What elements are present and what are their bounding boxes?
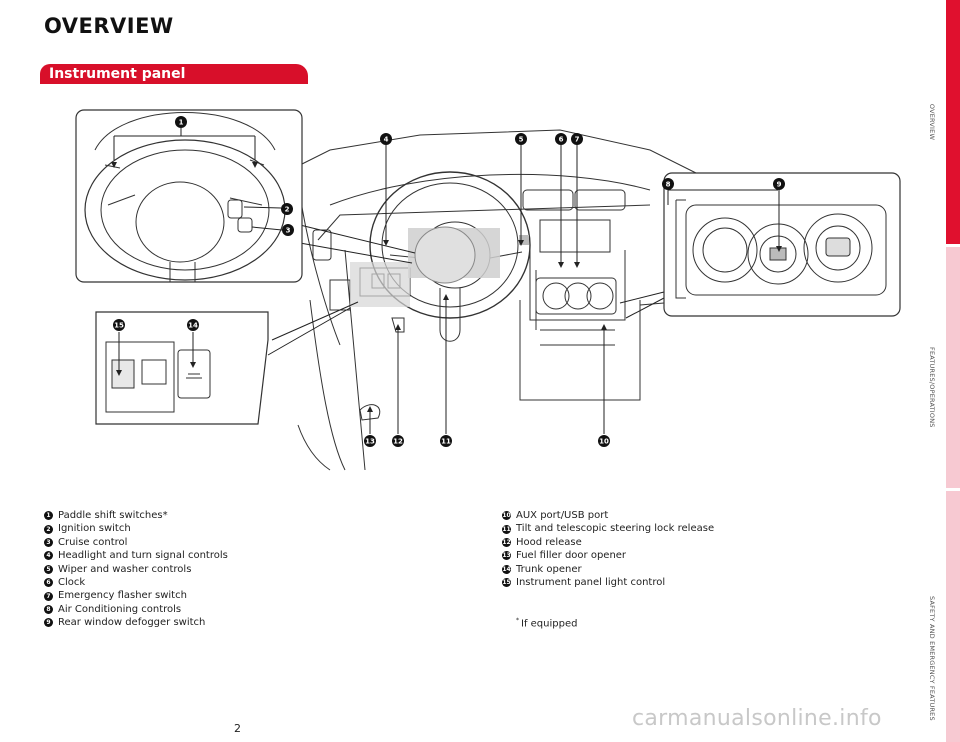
- svg-text:2: 2: [285, 206, 290, 214]
- svg-text:1: 1: [179, 119, 184, 127]
- callout-5: 5: [515, 133, 527, 145]
- watermark: carmanualsonline.info: [632, 706, 882, 731]
- side-nav-tab-features[interactable]: [946, 247, 960, 488]
- svg-text:5: 5: [519, 136, 524, 144]
- svg-text:15: 15: [114, 322, 124, 330]
- svg-text:6: 6: [559, 136, 564, 144]
- ac-controls-inset: [663, 172, 901, 317]
- callout-4: 4: [380, 133, 392, 145]
- side-nav: [946, 0, 960, 742]
- svg-text:3: 3: [286, 227, 291, 235]
- callout-14: 14: [187, 319, 199, 331]
- callout-6: 6: [555, 133, 567, 145]
- svg-text:14: 14: [188, 322, 198, 330]
- svg-text:13: 13: [365, 438, 375, 446]
- svg-text:11: 11: [441, 438, 451, 446]
- side-nav-tab-overview[interactable]: [946, 0, 960, 244]
- footnote: *If equipped: [516, 617, 578, 630]
- callout-3: 3: [282, 224, 294, 236]
- steering-wheel-inset: [75, 109, 303, 283]
- svg-text:8: 8: [666, 181, 671, 189]
- page-number: 2: [234, 722, 241, 735]
- section-header: Instrument panel: [40, 64, 308, 84]
- callout-12: 12: [392, 435, 404, 447]
- callout-10: 10: [598, 435, 610, 447]
- callout-9: 9: [773, 178, 785, 190]
- callout-7: 7: [571, 133, 583, 145]
- callout-2: 2: [281, 203, 293, 215]
- callout-8: 8: [662, 178, 674, 190]
- callout-1: 1: [175, 116, 187, 128]
- callout-11: 11: [440, 435, 452, 447]
- light-trunk-inset: [95, 311, 269, 425]
- svg-text:9: 9: [777, 181, 782, 189]
- section-title: Instrument panel: [49, 66, 186, 82]
- callout-15: 15: [113, 319, 125, 331]
- svg-text:7: 7: [575, 136, 580, 144]
- svg-text:12: 12: [393, 438, 403, 446]
- side-nav-tab-safety[interactable]: [946, 491, 960, 742]
- page-title: OVERVIEW: [44, 14, 174, 38]
- svg-text:10: 10: [599, 438, 609, 446]
- callout-13: 13: [364, 435, 376, 447]
- svg-text:4: 4: [384, 136, 389, 144]
